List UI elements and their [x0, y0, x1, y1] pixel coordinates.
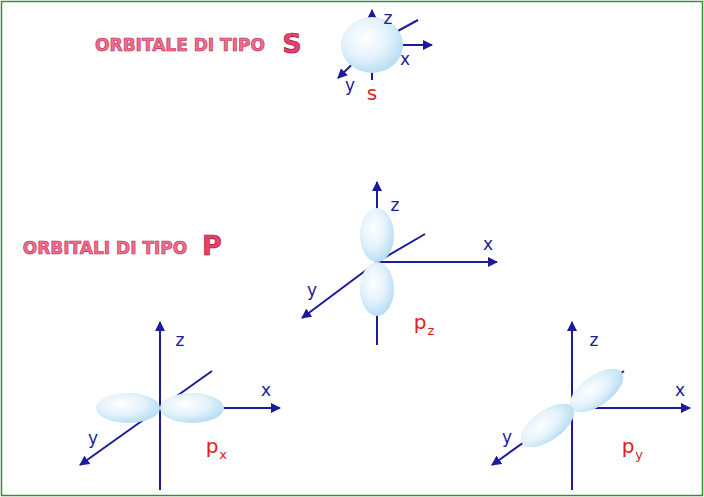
pz-axes: [302, 182, 497, 345]
axis-label: x: [483, 236, 493, 253]
axis-label: x: [400, 51, 410, 68]
pz-orbital: [360, 208, 394, 316]
axis-label: x: [261, 382, 271, 399]
orbital-subscript: y: [635, 448, 643, 461]
axis-label: y: [345, 77, 355, 94]
axis-label: z: [590, 332, 599, 349]
py-axes: [492, 322, 690, 490]
axis-label: z: [176, 332, 185, 349]
px-orbital: [96, 393, 224, 423]
orbital-subscript: x: [219, 448, 227, 461]
orbital-name: p: [622, 436, 635, 456]
py-orbital: [514, 360, 631, 455]
axis-label: y: [502, 429, 512, 446]
section-heading: ORBITALI DI TIPO: [23, 240, 188, 257]
orbital-name: p: [414, 312, 427, 332]
axis-label: x: [675, 382, 685, 399]
axis-label: y: [307, 282, 317, 299]
orbital-name: p: [206, 436, 219, 456]
axis-label: y: [88, 430, 98, 447]
orbital-type-letter: P: [202, 232, 222, 259]
orbital-type-letter: S: [282, 30, 301, 57]
s-axes: [338, 10, 432, 80]
s-orbital: [341, 17, 403, 73]
orbital-name: s: [367, 83, 377, 103]
axis-label: z: [384, 10, 393, 27]
orbital-subscript: z: [428, 324, 435, 337]
px-axes: [80, 322, 280, 490]
axis-label: z: [391, 197, 400, 214]
section-heading: ORBITALE DI TIPO: [95, 37, 265, 54]
